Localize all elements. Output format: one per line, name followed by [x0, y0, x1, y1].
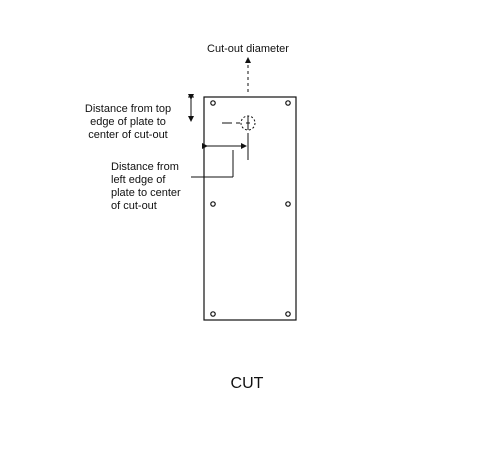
screw-holes	[210, 100, 291, 317]
label-left-distance-line-3: plate to center	[111, 187, 181, 199]
screw-hole-top-left	[210, 100, 216, 106]
screw-hole-bottom-left	[210, 311, 216, 317]
label-left-distance-line-4: of cut-out	[111, 200, 157, 212]
caption-cut: CUT	[231, 375, 264, 392]
screw-hole-mid-left	[210, 201, 216, 207]
label-top-distance-line-1: Distance from top	[85, 103, 171, 115]
cutout	[240, 115, 256, 160]
screw-hole-bottom-right	[285, 311, 291, 317]
left-distance-dimension	[191, 143, 247, 178]
label-top-distance-line-3: center of cut-out	[88, 129, 168, 141]
screw-hole-mid-right	[285, 201, 291, 207]
screw-hole-top-right	[285, 100, 291, 106]
plate-outline	[203, 96, 297, 321]
label-left-distance-line-2: left edge of	[111, 174, 166, 186]
top-distance-dimension	[188, 94, 240, 124]
label-cutout-diameter: Cut-out diameter	[207, 43, 289, 55]
label-top-distance-line-2: edge of plate to	[90, 116, 166, 128]
label-left-distance-line-1: Distance from	[111, 161, 179, 173]
